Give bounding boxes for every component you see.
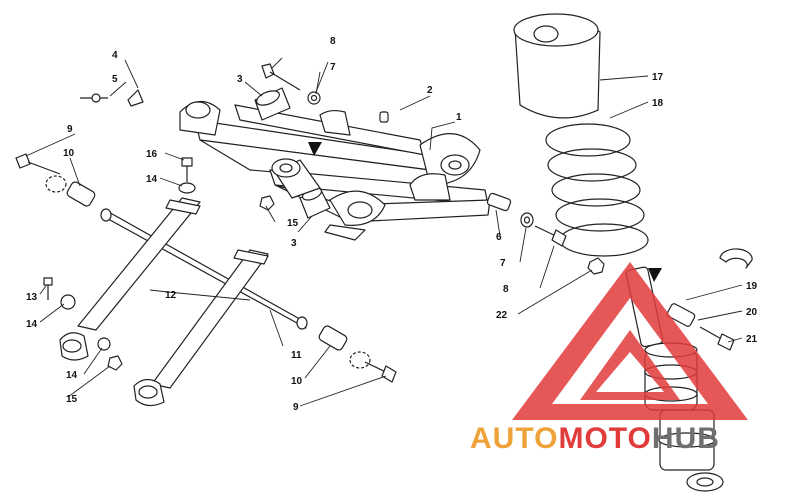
leader-lines bbox=[25, 57, 743, 407]
callout-3-upper: 3 bbox=[237, 74, 243, 85]
nut-15-low bbox=[107, 355, 123, 371]
callout-13: 13 bbox=[26, 292, 38, 303]
callout-19: 19 bbox=[746, 281, 758, 292]
callout-21: 21 bbox=[746, 334, 758, 345]
bushing-10-left bbox=[66, 181, 96, 207]
callout-9-bottom: 9 bbox=[293, 402, 299, 413]
clip-19 bbox=[719, 248, 753, 269]
callout-3-lower: 3 bbox=[291, 238, 297, 249]
spacer-20 bbox=[666, 303, 696, 327]
callout-18: 18 bbox=[652, 98, 664, 109]
washer-14-low bbox=[97, 337, 111, 351]
nut-22 bbox=[587, 257, 605, 275]
callout-8-right: 8 bbox=[503, 284, 509, 295]
bolt-13 bbox=[43, 277, 53, 300]
callout-7-top: 7 bbox=[330, 62, 336, 73]
upper-a-arm-1 bbox=[179, 100, 481, 186]
washer-left bbox=[45, 175, 67, 193]
nut-15-mid bbox=[259, 195, 275, 211]
bushing-6 bbox=[486, 192, 512, 212]
shock-bumper-17 bbox=[513, 13, 601, 119]
arrow-indicator-right bbox=[648, 268, 662, 282]
callout-22: 22 bbox=[496, 310, 508, 321]
washer-14-top bbox=[178, 182, 196, 194]
callout-2: 2 bbox=[427, 85, 433, 96]
watermark-triangle bbox=[512, 262, 748, 420]
bolt-16 bbox=[181, 157, 193, 182]
bushing-3-upper bbox=[254, 87, 291, 121]
washer-right bbox=[349, 351, 371, 369]
callout-16: 16 bbox=[146, 149, 158, 160]
callout-6: 6 bbox=[496, 232, 502, 243]
pin-5 bbox=[80, 93, 108, 103]
screw-2 bbox=[379, 111, 389, 123]
lower-arm bbox=[269, 169, 491, 241]
watermark-brand-moto: MOTO bbox=[558, 422, 651, 455]
callout-7-right: 7 bbox=[500, 258, 506, 269]
callout-8-top: 8 bbox=[330, 36, 336, 47]
bushing-10-right bbox=[318, 325, 348, 351]
callout-14-mid: 14 bbox=[146, 174, 158, 185]
arrow-indicator-left bbox=[308, 142, 322, 156]
callout-20: 20 bbox=[746, 307, 758, 318]
bolt-8-right bbox=[534, 225, 567, 247]
callout-1: 1 bbox=[456, 112, 462, 123]
link-12-right bbox=[133, 249, 269, 407]
callout-14-low: 14 bbox=[66, 370, 78, 381]
watermark-brand-auto: AUTO bbox=[470, 422, 558, 455]
callout-15-low: 15 bbox=[66, 394, 78, 405]
callout-10-bottom: 10 bbox=[291, 376, 303, 387]
bushing-3-lower bbox=[299, 187, 331, 219]
washer-14-left bbox=[60, 294, 76, 310]
callout-10-left: 10 bbox=[63, 148, 75, 159]
callout-5: 5 bbox=[112, 74, 118, 85]
watermark-brand-hub: HUB bbox=[652, 422, 720, 455]
link-12-left bbox=[59, 197, 201, 361]
bolt-9-right bbox=[364, 361, 397, 383]
watermark-inner-triangle bbox=[580, 330, 680, 400]
callout-17: 17 bbox=[652, 72, 664, 83]
bolt-9-left bbox=[15, 153, 61, 175]
callout-4: 4 bbox=[112, 50, 118, 61]
bolt-21 bbox=[699, 326, 735, 351]
callout-14-left: 14 bbox=[26, 319, 38, 330]
callout-12: 12 bbox=[165, 290, 177, 301]
bushing-pivot bbox=[271, 158, 321, 199]
callout-9-left: 9 bbox=[67, 124, 73, 135]
bolt-8-top bbox=[261, 63, 301, 91]
bracket-4 bbox=[127, 89, 144, 107]
watermark-brand: AUTOMOTOHUB bbox=[470, 422, 720, 455]
washer-7-right bbox=[520, 212, 534, 228]
callout-11: 11 bbox=[291, 350, 302, 361]
callout-15-mid: 15 bbox=[287, 218, 299, 229]
watermark-logo bbox=[512, 262, 748, 420]
washer-7-top bbox=[307, 91, 321, 105]
